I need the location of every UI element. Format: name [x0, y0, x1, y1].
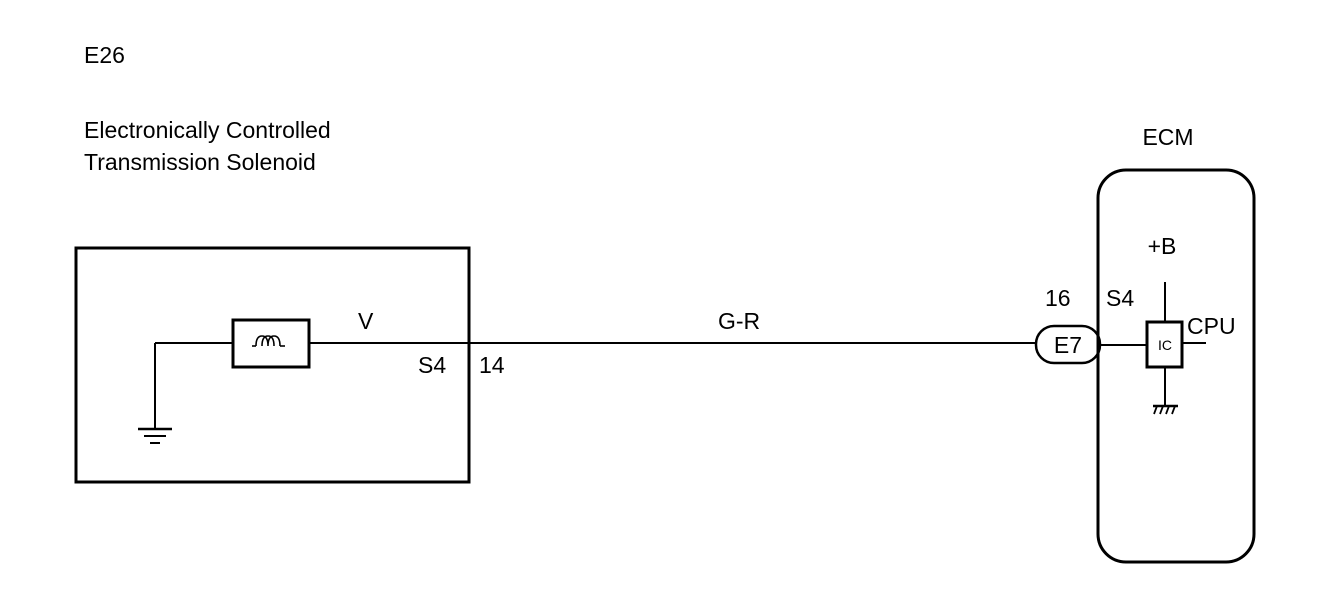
solenoid-terminal-name: S4: [418, 352, 446, 378]
solenoid-name-line2: Transmission Solenoid: [84, 149, 316, 175]
ecm-power-label: +B: [1148, 233, 1177, 259]
internal-wire-color-label: V: [358, 308, 374, 334]
ecm-terminal-name: S4: [1106, 285, 1134, 311]
harness-wire-color-label: G-R: [718, 308, 760, 334]
ecm-box: [1096, 168, 1256, 564]
solenoid-connector-id: E26: [84, 42, 125, 68]
ecm-ic-label: IC: [1158, 337, 1172, 353]
ground-icon: [138, 343, 172, 444]
solenoid-name-line1: Electronically Controlled: [84, 117, 331, 143]
solenoid-coil-icon: [231, 318, 311, 369]
solenoid-box: [74, 246, 471, 484]
ecm-pin-number: 16: [1045, 285, 1071, 311]
ecm-title: ECM: [1142, 124, 1193, 150]
ecm-cpu-label: CPU: [1187, 313, 1236, 339]
ecm-connector-id: E7: [1054, 332, 1082, 358]
solenoid-pin-number: 14: [479, 352, 505, 378]
chassis-ground-icon: [1153, 404, 1178, 415]
